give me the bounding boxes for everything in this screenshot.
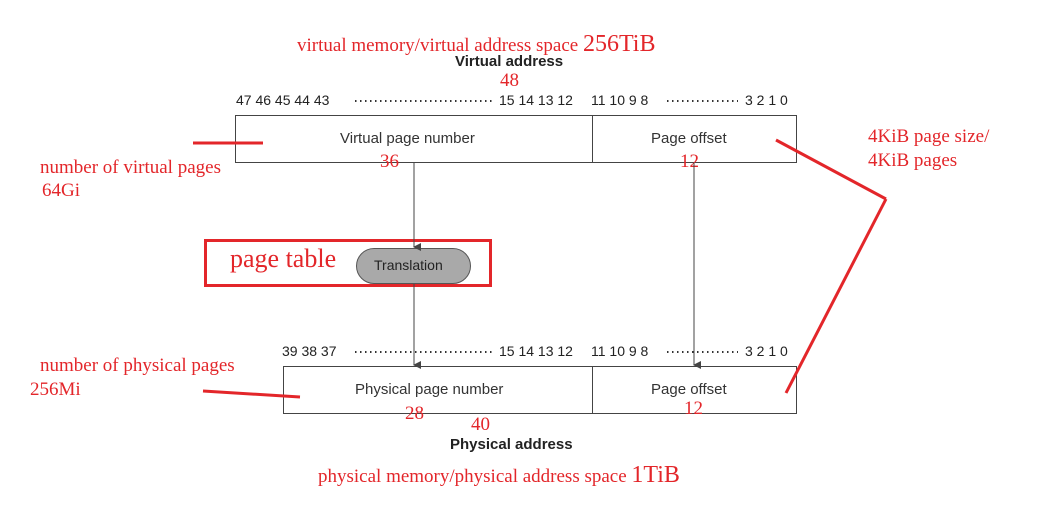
physical-space-size: 1TiB [631, 462, 680, 488]
virtual-space-annotation: virtual memory/virtual address space 256… [297, 31, 655, 58]
virtual-page-number-bits: 36 [380, 151, 399, 172]
translation-label: Translation [374, 257, 443, 273]
virtual-bit-numbers-mid: 15 14 13 12 [499, 92, 573, 108]
physical-bit-numbers-left: 39 38 37 [282, 343, 337, 359]
physical-address-title: Physical address [450, 436, 573, 453]
physical-pages-count-value: 256Mi [30, 379, 81, 400]
virtual-bit-numbers-right-a: 11 10 9 8 [591, 92, 649, 108]
page-size-line2: 4KiB pages [868, 150, 958, 171]
page-size-pointer-upper [775, 138, 887, 201]
page-table-highlight-box [204, 239, 492, 287]
physical-bit-numbers-mid: 15 14 13 12 [499, 343, 573, 359]
page-size-pointer-lower [784, 198, 888, 394]
physical-offset-bits: 12 [684, 398, 703, 419]
physical-address-bits: 40 [471, 414, 490, 435]
physical-bit-numbers-right-a: 11 10 9 8 [591, 343, 649, 359]
virtual-bit-numbers-right-b: 3 2 1 0 [745, 92, 788, 108]
physical-page-number-bits: 28 [405, 403, 424, 424]
physical-pages-pointer-line [202, 389, 301, 399]
virtual-address-title: Virtual address [455, 53, 564, 70]
translation-box [356, 248, 471, 284]
physical-pages-count-label: number of physical pages [40, 355, 235, 376]
virtual-page-offset-box [592, 115, 797, 163]
page-size-line1: 4KiB page size/ [868, 126, 990, 147]
virtual-address-bits: 48 [500, 70, 519, 91]
page-table-annotation: page table [230, 244, 337, 273]
physical-space-annotation: physical memory/physical address space 1… [318, 462, 680, 489]
virtual-space-text: virtual memory/virtual address space [297, 35, 583, 56]
virtual-pages-count-value: 64Gi [42, 180, 80, 201]
physical-space-text: physical memory/physical address space [318, 466, 632, 487]
virtual-page-offset-label: Page offset [651, 130, 727, 147]
virtual-pages-count-label: number of virtual pages [40, 157, 221, 178]
virtual-page-number-label: Virtual page number [340, 130, 475, 147]
physical-page-number-label: Physical page number [355, 381, 504, 398]
virtual-space-size: 256TiB [582, 31, 656, 57]
virtual-bit-numbers-left: 47 46 45 44 43 [236, 92, 330, 108]
physical-page-offset-label: Page offset [651, 381, 727, 398]
physical-bit-numbers-right-b: 3 2 1 0 [745, 343, 788, 359]
